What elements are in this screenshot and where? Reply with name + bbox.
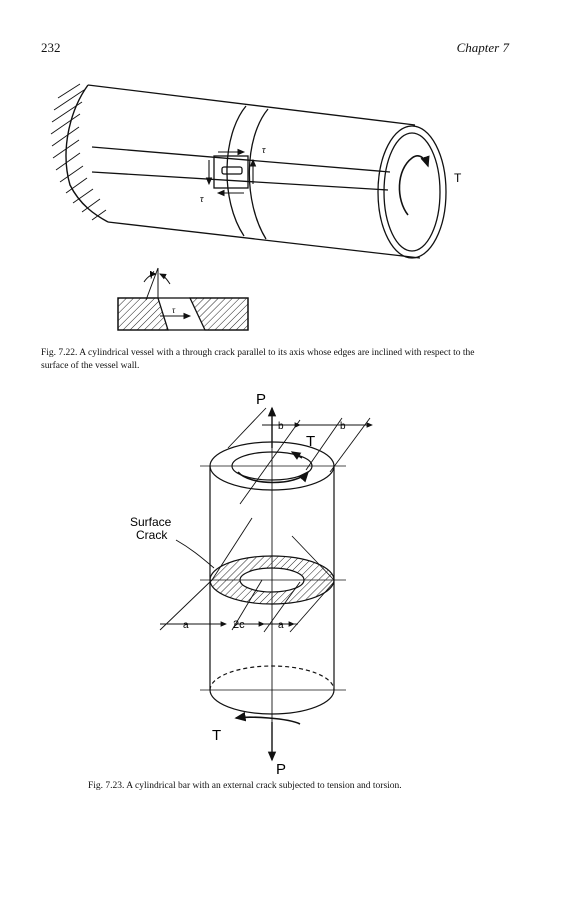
- label-torque-bottom: T: [212, 727, 221, 744]
- torque-arrow-top: [237, 470, 310, 484]
- torque-arrow-bottom: [234, 711, 301, 725]
- label-dim-b-right: b: [340, 421, 346, 432]
- label-load-bottom: P: [276, 761, 286, 778]
- label-gamma: γ: [150, 268, 155, 279]
- label-surface-crack-line1: Surface: [130, 515, 172, 529]
- label-tau-section: τ: [172, 305, 176, 315]
- label-dim-2c: 2c: [233, 619, 245, 631]
- cylinder-vessel: [87, 84, 447, 259]
- label-torque-top: T: [306, 433, 315, 450]
- figure-7-22: [50, 83, 447, 331]
- running-head-chapter: Chapter 7: [456, 40, 509, 55]
- dimension-a-2c: [159, 517, 335, 633]
- wall-section: [117, 267, 249, 331]
- surface-crack-leader: [175, 539, 215, 569]
- torque-arrow-top-head: [290, 451, 303, 460]
- torque-arrow-end: [398, 155, 430, 216]
- label-dim-a-left: a: [183, 620, 189, 631]
- figure-7-23: [159, 406, 373, 762]
- label-torque-end: T: [454, 171, 462, 185]
- label-surface-crack-line2: Crack: [136, 528, 168, 542]
- shear-arrows: [205, 148, 257, 197]
- figure-7-23-caption: Fig. 7.23. A cylindrical bar with an ext…: [88, 781, 402, 791]
- figure-7-22-caption: Fig. 7.22. A cylindrical vessel with a t…: [41, 348, 475, 371]
- label-dim-a-right: a: [278, 620, 284, 631]
- label-dim-b-left: b: [278, 421, 284, 432]
- label-tau-top: τ: [262, 145, 266, 156]
- label-load-top: P: [256, 391, 266, 408]
- label-tau-bottom: τ: [200, 194, 204, 205]
- dimension-b: [227, 407, 373, 505]
- fixed-wall: [50, 83, 109, 223]
- page-number: 232: [41, 40, 61, 55]
